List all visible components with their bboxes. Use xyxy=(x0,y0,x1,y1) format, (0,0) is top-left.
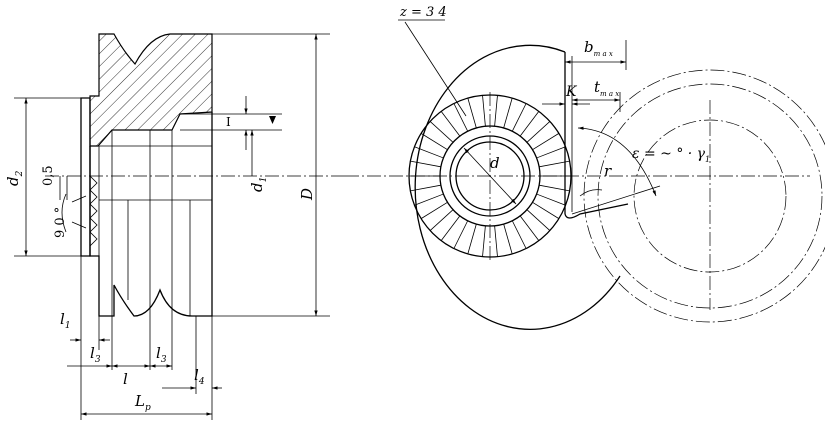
label-z: z = 3 4 xyxy=(399,5,447,20)
tooth-line xyxy=(440,111,461,137)
epsilon-ray xyxy=(571,185,661,215)
label-epsilon: ε = ~ ° · γ1 xyxy=(632,146,710,164)
tooth-line xyxy=(410,184,441,192)
tooth-line xyxy=(532,133,560,151)
label-d2: d2 xyxy=(4,170,25,186)
tooth-line xyxy=(420,201,448,219)
label-l: l xyxy=(123,370,128,388)
tooth-line xyxy=(519,111,540,137)
angle-lines xyxy=(71,195,87,229)
tooth-line xyxy=(511,103,527,132)
workpiece-inner-circle xyxy=(597,83,823,309)
tooth-line xyxy=(526,209,551,231)
tooth-line xyxy=(519,215,540,241)
label-chamfer-len: 0,5 xyxy=(41,165,56,186)
tooth-line xyxy=(429,209,454,231)
outer-body xyxy=(414,44,621,330)
dim-d-inner xyxy=(463,147,517,205)
collar xyxy=(80,97,91,257)
label-K: K xyxy=(565,84,578,100)
label-l3-right: l3 xyxy=(156,344,167,365)
tooth-line xyxy=(420,133,448,151)
tooth-line xyxy=(482,95,486,127)
radius-leader xyxy=(579,189,603,197)
label-Lp: Lp xyxy=(134,392,151,413)
label-l1: l1 xyxy=(60,310,71,331)
dim-epsilon-arc xyxy=(577,126,657,197)
cutter-section-view: d2 0,5 9 0 ° I d1 D l1 xyxy=(4,33,345,420)
label-r: r xyxy=(604,162,612,180)
tooth-line xyxy=(467,223,477,255)
tooth-line xyxy=(410,160,441,168)
notch-cutting-edge xyxy=(564,203,629,219)
tooth-line xyxy=(467,97,477,129)
label-D: D xyxy=(298,188,316,201)
tooth-line xyxy=(453,220,469,249)
leader-z xyxy=(404,21,467,117)
outer-contour xyxy=(89,112,213,317)
marker-triangle xyxy=(269,116,276,124)
label-d1: d1 xyxy=(248,177,269,192)
label-chamfer-angle: 9 0 ° xyxy=(53,207,68,238)
tooth-line xyxy=(429,121,454,143)
tooth-line xyxy=(532,201,560,219)
tooth-line xyxy=(494,225,498,257)
tooth-line xyxy=(494,95,498,127)
label-clearance: I xyxy=(226,115,231,129)
tooth-line xyxy=(539,184,570,192)
label-t-max: tm a x xyxy=(594,78,619,98)
tooth-line xyxy=(539,160,570,168)
cutter-front-view: d z = 3 4 bm a x tm a x K ε = ~ ° · γ1 r xyxy=(345,5,825,330)
tooth-line xyxy=(503,223,513,255)
hatched-section xyxy=(89,33,213,147)
tooth-line xyxy=(414,193,444,206)
tooth-line xyxy=(536,193,566,206)
teeth-pattern xyxy=(409,95,571,257)
label-l4: l4 xyxy=(194,366,205,387)
tooth-line xyxy=(440,215,461,241)
chamfer-teeth xyxy=(89,175,98,247)
angle-arc xyxy=(61,193,67,233)
tooth-line xyxy=(511,220,527,249)
label-l3-left: l3 xyxy=(90,344,101,365)
label-d-inner: d xyxy=(490,154,500,172)
tooth-line xyxy=(453,103,469,132)
tooth-line xyxy=(482,225,486,257)
label-b-max: bm a x xyxy=(584,38,613,58)
tooth-line xyxy=(536,146,566,159)
tooth-line xyxy=(503,97,513,129)
tooth-line xyxy=(414,146,444,159)
tooth-line xyxy=(526,121,551,143)
